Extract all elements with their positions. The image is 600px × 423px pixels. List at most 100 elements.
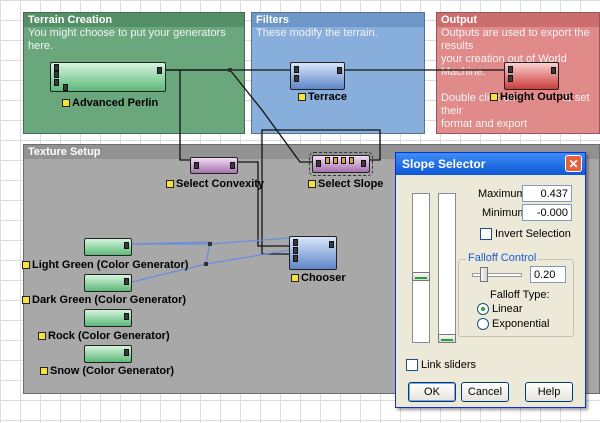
node-output-port[interactable] [551, 67, 556, 74]
node-label-text: Select Slope [318, 178, 384, 190]
wire-convexity-chooser [238, 161, 290, 247]
node-label-text: Snow (Color Generator) [50, 365, 175, 377]
falloff-type-label: Falloff Type: [490, 289, 550, 301]
output-desc-part: to set their [441, 92, 590, 117]
falloff-slider-thumb[interactable] [480, 267, 488, 282]
node-label-light-green: Light Green (Color Generator) [22, 259, 188, 271]
node-param-port[interactable] [325, 157, 330, 164]
link-sliders-checkbox[interactable] [406, 359, 418, 371]
node-label-terrace: Terrace [298, 91, 347, 103]
wire-perlin-convexity [179, 70, 190, 161]
minimum-input[interactable] [522, 204, 572, 221]
node-label-text: Chooser [301, 272, 346, 284]
tag-icon [38, 332, 46, 340]
minimum-slider-thumb[interactable] [438, 334, 456, 343]
node-output-port[interactable] [230, 162, 235, 169]
falloff-control-title: Falloff Control [466, 252, 539, 264]
node-snow[interactable] [84, 345, 132, 363]
node-label-dark-green: Dark Green (Color Generator) [22, 294, 186, 306]
minimum-slider-track[interactable] [438, 193, 456, 343]
node-label-text: Light Green (Color Generator) [32, 259, 189, 271]
node-label-text: Select Convexity [176, 178, 265, 190]
node-label-text: Advanced Perlin [72, 97, 159, 109]
tag-icon [291, 274, 299, 282]
node-label-advanced-perlin: Advanced Perlin [62, 97, 158, 109]
node-label-rock: Rock (Color Generator) [38, 330, 170, 342]
group-title: Output [437, 13, 599, 27]
node-label-text: Terrace [308, 91, 347, 103]
node-label-select-convexity: Select Convexity [166, 178, 264, 190]
exponential-radio[interactable] [477, 318, 489, 330]
node-input-port[interactable] [316, 160, 321, 167]
node-input-port[interactable] [54, 71, 59, 78]
node-input-port[interactable] [294, 66, 299, 73]
output-desc-line: format and export [441, 118, 528, 130]
node-param-port[interactable] [333, 157, 338, 164]
node-label-snow: Snow (Color Generator) [40, 365, 174, 377]
maximum-label: Maximum: [478, 188, 529, 200]
node-rock[interactable] [84, 309, 132, 327]
link-sliders-label: Link sliders [421, 359, 477, 371]
ok-button[interactable]: OK [408, 382, 456, 402]
node-param-port[interactable] [63, 84, 68, 91]
help-button[interactable]: Help [525, 382, 573, 402]
dialog-titlebar[interactable]: Slope Selector ✕ [396, 153, 585, 175]
falloff-value-input[interactable] [530, 266, 566, 283]
node-param-port[interactable] [349, 157, 354, 164]
node-input-port[interactable] [293, 247, 298, 254]
node-light-green[interactable] [84, 238, 132, 256]
group-description: Outputs are used to export the results y… [437, 27, 599, 131]
node-input-port[interactable] [54, 64, 59, 71]
slope-selector-dialog[interactable]: Slope Selector ✕ Maximum: Minimum: Inver… [395, 152, 586, 408]
output-desc-line: Outputs are used to export the results [441, 27, 590, 52]
node-input-port[interactable] [508, 75, 513, 82]
tag-icon [490, 93, 498, 101]
invert-selection-checkbox[interactable] [480, 228, 492, 240]
linear-radio[interactable] [477, 303, 489, 315]
wire-junction [228, 68, 232, 72]
wire-perlin-slope [229, 69, 312, 163]
falloff-slider-track[interactable] [472, 273, 522, 277]
node-output-port[interactable] [337, 67, 342, 74]
node-output-port[interactable] [124, 242, 129, 249]
close-icon[interactable]: ✕ [565, 155, 582, 172]
tag-icon [166, 180, 174, 188]
node-height-output[interactable] [504, 62, 559, 90]
tag-icon [22, 261, 30, 269]
tag-icon [40, 367, 48, 375]
node-label-text: Rock (Color Generator) [48, 330, 170, 342]
node-input-port[interactable] [54, 79, 59, 86]
node-select-slope[interactable] [309, 152, 373, 176]
tag-icon [62, 99, 70, 107]
node-param-port[interactable] [341, 157, 346, 164]
node-advanced-perlin[interactable] [50, 62, 166, 92]
node-input-port[interactable] [293, 255, 298, 262]
node-output-port[interactable] [124, 313, 129, 320]
node-input-port[interactable] [294, 75, 299, 82]
node-output-port[interactable] [361, 160, 366, 167]
linear-label: Linear [492, 303, 523, 315]
cancel-button[interactable]: Cancel [461, 382, 509, 402]
node-terrace[interactable] [290, 62, 345, 90]
node-output-port[interactable] [329, 241, 334, 248]
maximum-input[interactable] [522, 185, 572, 202]
node-output-port[interactable] [157, 67, 162, 74]
node-output-port[interactable] [124, 278, 129, 285]
node-input-port[interactable] [293, 239, 298, 246]
node-input-port[interactable] [194, 162, 199, 169]
maximum-slider-thumb[interactable] [412, 272, 430, 281]
wire-junction [208, 242, 212, 246]
group-title: Terrain Creation [24, 13, 244, 27]
tag-icon [308, 180, 316, 188]
tag-icon [22, 296, 30, 304]
node-output-port[interactable] [124, 349, 129, 356]
node-input-port[interactable] [508, 66, 513, 73]
minimum-label: Minimum: [482, 207, 530, 219]
node-chooser[interactable] [289, 236, 337, 270]
invert-selection-label: Invert Selection [495, 228, 571, 240]
node-dark-green[interactable] [84, 274, 132, 292]
dialog-title: Slope Selector [402, 157, 486, 171]
maximum-slider-track[interactable] [412, 193, 430, 343]
node-label-text: Dark Green (Color Generator) [32, 294, 187, 306]
node-select-convexity[interactable] [190, 157, 238, 174]
